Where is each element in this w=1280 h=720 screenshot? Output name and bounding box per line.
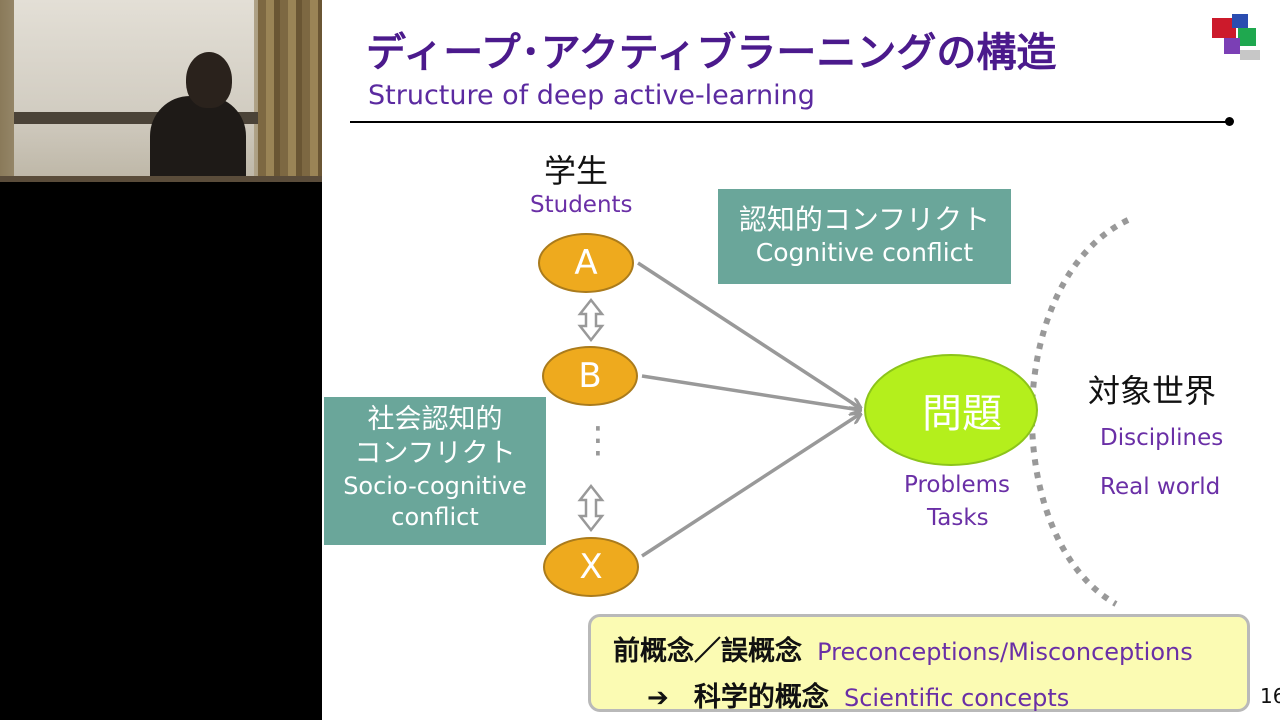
tasks-label-en: Tasks xyxy=(927,505,989,531)
student-ellipsis: ⋮ xyxy=(580,420,616,461)
diagram-connectors xyxy=(577,217,1130,607)
slide-subtitle: Structure of deep active-learning xyxy=(368,80,815,111)
arrow-x-to-problem xyxy=(641,414,860,558)
slide-title: ディープ･アクティブラーニングの構造 xyxy=(366,30,1057,76)
video-presenter-body xyxy=(150,96,246,182)
scientific-concepts-ja: 科学的概念 xyxy=(693,682,829,713)
arrow-a-to-problem xyxy=(637,261,860,408)
socio-conflict-ja-line1: 社会認知的 xyxy=(367,404,503,435)
student-node-b: B xyxy=(542,346,638,406)
cognitive-conflict-en: Cognitive conflict xyxy=(755,238,974,267)
title-divider-dot xyxy=(1225,117,1234,126)
page-number: 16 xyxy=(1260,684,1280,708)
video-presenter-head xyxy=(186,52,232,108)
double-arrow-dots-x xyxy=(577,483,605,533)
video-thumbnail xyxy=(0,0,322,182)
video-curtain xyxy=(258,0,322,182)
real-world-label: Real world xyxy=(1100,474,1221,500)
arrow-right-icon: ➔ xyxy=(647,683,669,713)
boundary-dotted-arc xyxy=(1029,217,1130,607)
slide: ディープ･アクティブラーニングの構造 Structure of deep act… xyxy=(322,0,1280,720)
concepts-row-2: ➔ 科学的概念 Scientific concepts xyxy=(647,675,1069,714)
problem-node: 問題 xyxy=(864,354,1038,466)
title-divider xyxy=(350,121,1230,123)
socio-conflict-en-line2: conflict xyxy=(391,503,479,531)
concepts-row-1: 前概念／誤概念 Preconceptions/Misconceptions xyxy=(613,629,1193,668)
socio-cognitive-conflict-box: 社会認知的 コンフリクト Socio-cognitive conflict xyxy=(324,397,546,545)
student-node-x: X xyxy=(543,537,639,597)
arrow-b-to-problem xyxy=(641,374,860,410)
socio-conflict-en-line1: Socio-cognitive xyxy=(343,472,527,500)
concepts-box: 前概念／誤概念 Preconceptions/Misconceptions ➔ … xyxy=(588,614,1250,714)
logo-icon xyxy=(1212,14,1266,62)
preconceptions-en: Preconceptions/Misconceptions xyxy=(817,638,1193,666)
double-arrow-a-b xyxy=(577,297,605,343)
students-label-ja: 学生 xyxy=(544,152,609,190)
object-world-label-ja: 対象世界 xyxy=(1088,372,1217,410)
cognitive-conflict-box: 認知的コンフリクト Cognitive conflict xyxy=(718,189,1011,284)
disciplines-label: Disciplines xyxy=(1100,425,1224,451)
video-desk xyxy=(0,176,322,182)
problem-label-ja: 問題 xyxy=(922,391,1002,437)
students-label-en: Students xyxy=(530,192,633,218)
cognitive-conflict-ja: 認知的コンフリクト xyxy=(738,203,991,236)
scientific-concepts-en: Scientific concepts xyxy=(843,684,1070,712)
problems-label-en: Problems xyxy=(904,472,1011,498)
preconceptions-ja: 前概念／誤概念 xyxy=(613,636,802,667)
socio-conflict-ja-line2: コンフリクト xyxy=(354,438,516,469)
student-node-a: A xyxy=(538,233,634,293)
